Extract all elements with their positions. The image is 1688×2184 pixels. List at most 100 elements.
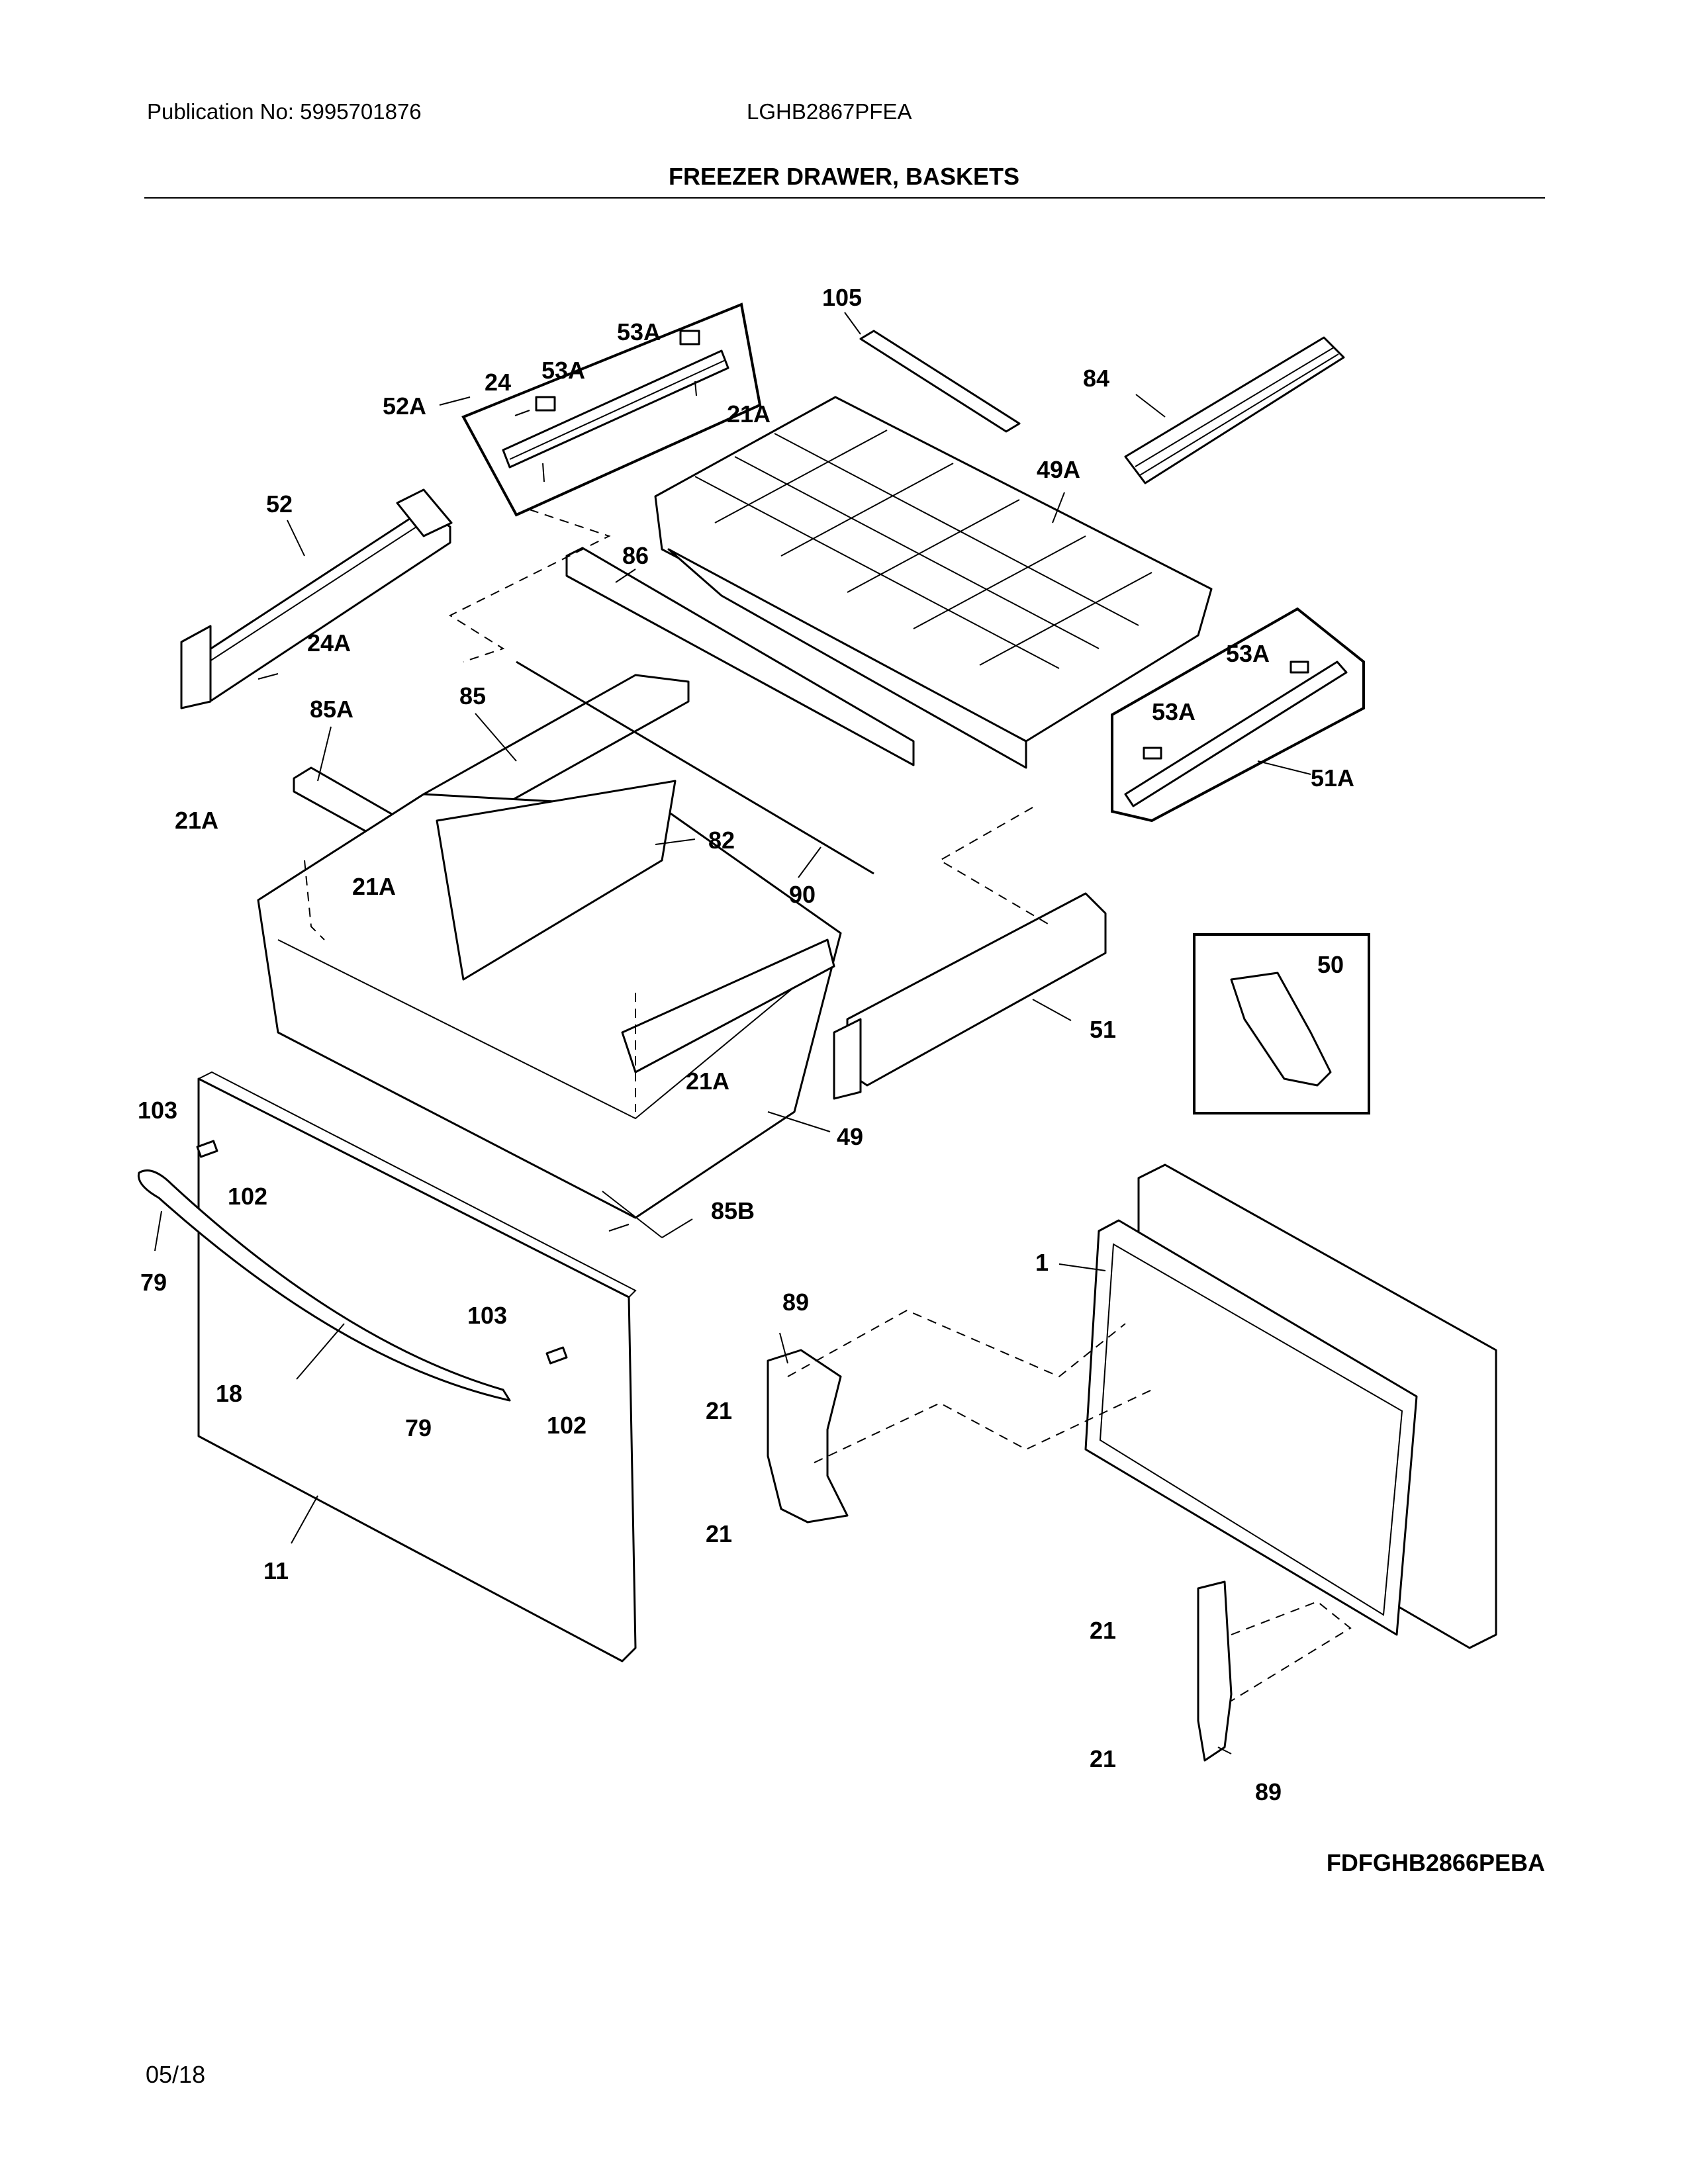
page-title: FREEZER DRAWER, BASKETS — [668, 163, 1020, 190]
slide-rail-51-body — [846, 892, 1107, 1087]
callout-21a-2: 21A — [175, 807, 218, 834]
spacer-102-right — [545, 1346, 568, 1365]
callout-103-2: 103 — [467, 1302, 507, 1329]
callout-52: 52 — [266, 490, 293, 518]
callout-85: 85 — [459, 682, 486, 709]
rail-85b-bar — [602, 1191, 663, 1238]
callout-49: 49 — [837, 1123, 863, 1150]
header-divider — [144, 197, 1545, 199]
callout-11: 11 — [263, 1557, 289, 1584]
callout-53a-2: 53A — [541, 357, 585, 384]
wire-basket-49a — [654, 396, 1213, 769]
callout-105: 105 — [822, 284, 862, 311]
drawer-bin-49-front-rail — [621, 938, 835, 1073]
door-frame-1 — [1084, 1163, 1497, 1649]
door-gasket-1-inner — [1099, 1243, 1403, 1616]
callout-103-1: 103 — [138, 1097, 177, 1124]
hinge-89-left — [767, 1349, 849, 1524]
callout-24a: 24A — [307, 629, 351, 657]
drawer-bin-49-rim — [277, 939, 828, 1120]
leader-lines — [154, 312, 1311, 1754]
callout-51: 51 — [1090, 1016, 1116, 1043]
slide-rail-52a — [502, 349, 729, 469]
callout-21a-4: 21A — [686, 1068, 729, 1095]
callout-51a: 51A — [1311, 764, 1354, 792]
callout-53a-1: 53A — [617, 318, 661, 345]
callout-18: 18 — [216, 1380, 242, 1407]
callout-82: 82 — [708, 827, 735, 854]
callout-86: 86 — [622, 542, 649, 569]
callout-labels: 105 84 53A 24 53A 52A 21A 49A 52 86 24A … — [138, 284, 1354, 1805]
slide-rail-52-bracket — [180, 625, 212, 709]
callout-85a: 85A — [310, 696, 353, 723]
handle-18 — [137, 1169, 511, 1402]
drawer-front-11-top — [198, 1071, 637, 1298]
model-number: LGHB2867PFEA — [747, 99, 912, 124]
clip-50 — [1230, 972, 1332, 1087]
callout-90: 90 — [789, 881, 816, 908]
callout-79-1: 79 — [140, 1269, 167, 1296]
slide-rail-52a-edge — [509, 359, 726, 460]
callout-79-2: 79 — [405, 1414, 432, 1441]
callout-89-2: 89 — [1255, 1778, 1282, 1805]
callout-84: 84 — [1083, 365, 1109, 392]
figure-code: FDFGHB2866PEBA — [1326, 1849, 1545, 1876]
slide-rail-51-bracket — [833, 1018, 862, 1100]
callout-21a-1: 21A — [727, 400, 771, 428]
callout-1: 1 — [1035, 1249, 1049, 1276]
pad-53a-right-lower — [1143, 747, 1162, 760]
callout-53a-4: 53A — [1152, 698, 1196, 725]
divider-84 — [1124, 336, 1345, 484]
divider-84-frame — [1124, 336, 1345, 484]
callout-89-1: 89 — [782, 1289, 809, 1316]
callout-53a-3: 53A — [1226, 640, 1270, 667]
callout-21-2: 21 — [706, 1520, 732, 1547]
callout-49a: 49A — [1037, 456, 1080, 483]
rod-90 — [516, 660, 874, 875]
inset-50-frame — [1193, 933, 1370, 1115]
callout-21a-3: 21A — [352, 873, 396, 900]
wire-basket-49a-side — [667, 548, 1027, 769]
callout-102-2: 102 — [547, 1412, 586, 1439]
inset-50 — [1193, 933, 1370, 1115]
wire-basket-49a-grid — [694, 430, 1152, 669]
divider-84-bar — [1135, 347, 1335, 467]
wire-basket-49a-rim — [654, 396, 1213, 743]
slide-rail-51 — [833, 892, 1107, 1100]
screw-24a — [258, 673, 279, 680]
inset-51a-frame — [1111, 607, 1365, 823]
inset-52a-frame — [461, 302, 762, 517]
callout-21-3: 21 — [1090, 1617, 1116, 1644]
callout-24: 24 — [485, 369, 511, 396]
drawer-bin-49 — [257, 780, 842, 1238]
publication-date: 05/18 — [146, 2061, 206, 2088]
slide-rail-52-clip — [396, 488, 453, 537]
pad-53a-left — [535, 396, 556, 412]
slide-rail-52 — [180, 488, 453, 709]
cover-strip-105 — [859, 330, 1021, 433]
drawer-bin-49-body — [257, 793, 842, 1219]
rail-85b — [608, 1224, 630, 1232]
callout-50: 50 — [1317, 951, 1344, 978]
trim-86 — [565, 547, 915, 766]
slide-rail-51a — [1124, 660, 1348, 807]
callout-85b: 85B — [711, 1197, 755, 1224]
slide-rail-52-track — [198, 513, 438, 669]
publication-number: Publication No: 5995701876 — [147, 99, 422, 124]
door-gasket-1 — [1084, 1219, 1418, 1636]
slide-rail-52-body — [189, 508, 451, 702]
spacer-102-left — [196, 1140, 218, 1158]
pad-53a-right-upper — [1289, 660, 1309, 674]
inset-51a — [1111, 607, 1365, 823]
screw-inset-lower — [542, 463, 545, 482]
callout-102-1: 102 — [228, 1183, 267, 1210]
hinge-89-right — [1197, 1580, 1233, 1762]
pad-53a-upper — [679, 330, 700, 345]
screw-21a-inset — [694, 381, 697, 396]
assembly-dashed-lines — [304, 509, 1352, 1702]
callout-52a: 52A — [383, 392, 426, 420]
inner-basket-82 — [436, 780, 677, 981]
callout-21-1: 21 — [706, 1397, 732, 1424]
screw-24 — [514, 410, 530, 416]
